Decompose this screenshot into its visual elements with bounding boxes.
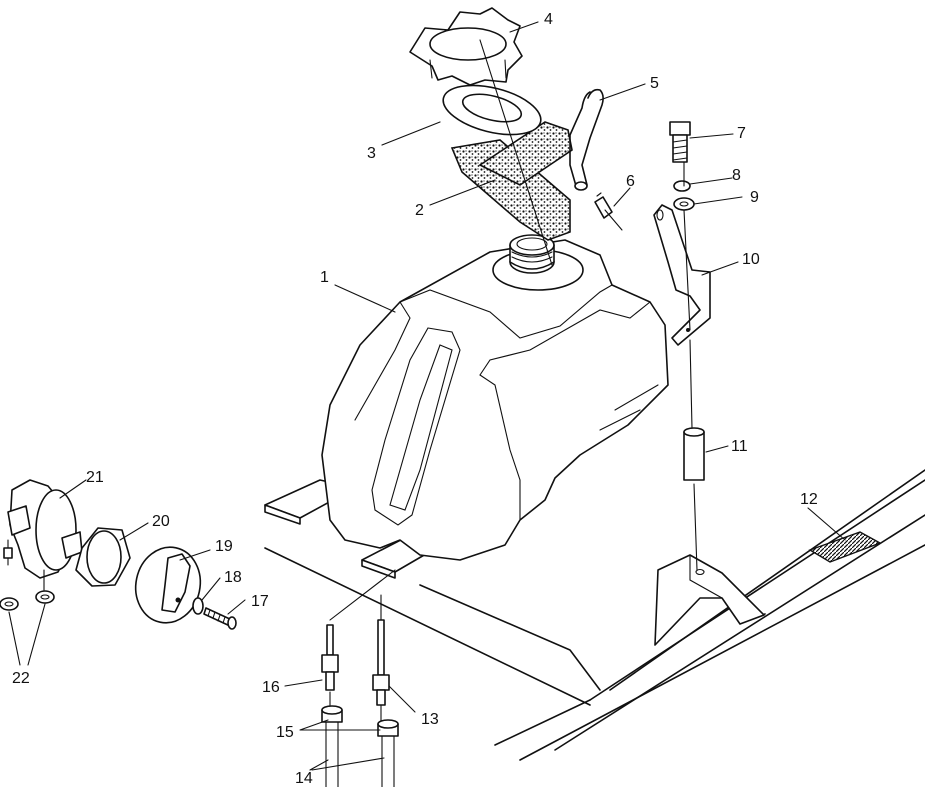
bolt [669, 121, 691, 163]
label-2: 2 [415, 202, 424, 219]
label-7: 7 [737, 125, 746, 142]
spacer-sleeve [683, 339, 705, 571]
lock-washer [673, 180, 691, 192]
label-14: 14 [295, 770, 313, 787]
label-9: 9 [750, 189, 759, 206]
tank-mount-bracket [653, 161, 711, 346]
label-20: 20 [152, 513, 170, 530]
label-22: 22 [12, 670, 30, 687]
flat-washer [673, 197, 695, 211]
label-10: 10 [742, 251, 760, 268]
label-17: 17 [251, 593, 269, 610]
fuel-tank [321, 234, 669, 561]
fuel-valve [3, 479, 83, 591]
decal [808, 531, 882, 563]
foam-pads [450, 121, 573, 241]
label-1: 1 [320, 269, 329, 286]
label-15: 15 [276, 724, 294, 741]
grommet-tube-right [377, 719, 399, 787]
label-4: 4 [544, 11, 553, 28]
label-18: 18 [224, 569, 242, 586]
label-21: 21 [86, 469, 104, 486]
hex-nut [75, 527, 131, 587]
fuel-cap [409, 7, 523, 86]
valve-washers [0, 590, 55, 611]
label-13: 13 [421, 711, 439, 728]
frame-mount-bracket [654, 554, 765, 646]
knob-washer [192, 597, 204, 615]
vent-hose [569, 88, 604, 191]
label-3: 3 [367, 145, 376, 162]
label-8: 8 [732, 167, 741, 184]
knob-screw [203, 607, 237, 630]
frame [264, 469, 925, 761]
label-16: 16 [262, 679, 280, 696]
label-19: 19 [215, 538, 233, 555]
vent-fitting [594, 192, 623, 231]
label-5: 5 [650, 75, 659, 92]
label-6: 6 [626, 173, 635, 190]
valve-knob [134, 546, 202, 624]
stud-right [372, 594, 390, 723]
label-12: 12 [800, 491, 818, 508]
grommet-tube-left [321, 705, 343, 787]
leader-lines [8, 21, 846, 771]
cap-gasket [442, 84, 542, 136]
label-11: 11 [731, 438, 748, 455]
